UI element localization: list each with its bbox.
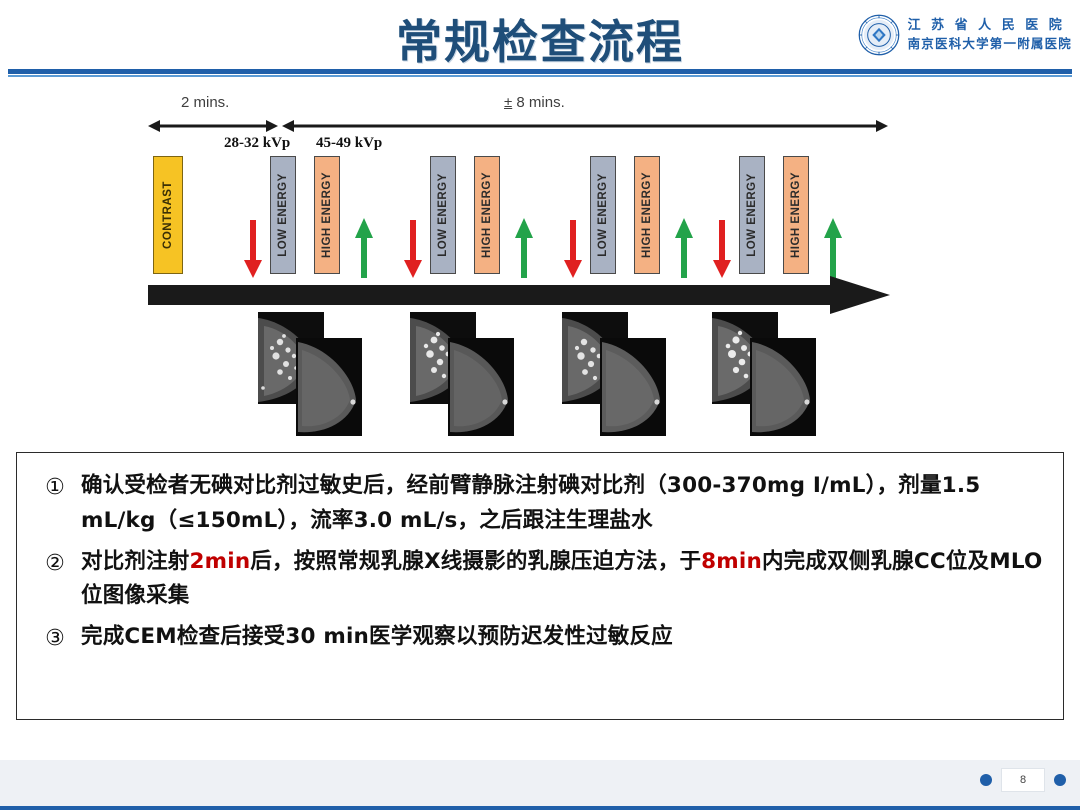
kvp-label-high: 45-49 kVp <box>316 135 383 151</box>
step-number-1: ① <box>45 475 65 500</box>
procedure-step-3: ③ 完成CEM检查后接受30 min医学观察以预防迟发性过敏反应 <box>29 620 1049 656</box>
contrast-uptake-arrow-down-1 <box>244 220 262 278</box>
page-number: 8 <box>1001 768 1045 792</box>
step-2-highlight-8min: 8min <box>701 548 762 574</box>
low-energy-box-2: LOW ENERGY <box>430 156 456 274</box>
time-axis-arrow <box>148 276 890 314</box>
low-energy-box-3: LOW ENERGY <box>590 156 616 274</box>
recombine-arrow-up-2 <box>515 218 533 278</box>
recombine-arrow-up-1 <box>355 218 373 278</box>
recombined-mammogram-2 <box>448 338 514 436</box>
contrast-uptake-arrow-down-2 <box>404 220 422 278</box>
hospital-name-secondary: 南京医科大学第一附属医院 <box>907 36 1072 52</box>
mammogram-pair-4 <box>712 312 822 442</box>
slide-pager: 8 <box>980 768 1066 792</box>
step-2-segment-2: 后，按照常规乳腺X线摄影的乳腺压迫方法，于 <box>250 548 702 574</box>
kvp-label-low: 28-32 kVp <box>224 135 291 151</box>
procedure-step-2: ② 对比剂注射2min后，按照常规乳腺X线摄影的乳腺压迫方法，于8min内完成双… <box>29 545 1049 615</box>
step-text-3: 完成CEM检查后接受30 min医学观察以预防迟发性过敏反应 <box>81 620 1049 655</box>
procedure-steps-list: ① 确认受检者无碘对比剂过敏史后，经前臂静脉注射碘对比剂（300-370mg I… <box>17 453 1063 668</box>
hospital-seal-icon <box>858 14 899 56</box>
step-text-1: 确认受检者无碘对比剂过敏史后，经前臂静脉注射碘对比剂（300-370mg I/m… <box>81 469 1049 539</box>
mammogram-pair-1 <box>258 312 368 442</box>
high-energy-box-1: HIGH ENERGY <box>314 156 340 274</box>
step-2-highlight-2min: 2min <box>189 548 251 574</box>
recombined-mammogram-4 <box>750 338 816 436</box>
procedure-step-1: ① 确认受检者无碘对比剂过敏史后，经前臂静脉注射碘对比剂（300-370mg I… <box>29 469 1049 539</box>
procedure-steps-box: ① 确认受检者无碘对比剂过敏史后，经前臂静脉注射碘对比剂（300-370mg I… <box>16 452 1064 720</box>
mammogram-pair-3 <box>562 312 672 442</box>
contrast-box: CONTRAST <box>153 156 183 274</box>
pager-dot-left[interactable] <box>980 774 992 786</box>
cem-timeline-diagram: 2 mins. ± 8 mins. 28-32 kVp 45-49 kVp CO… <box>0 80 1080 450</box>
high-energy-box-2: HIGH ENERGY <box>474 156 500 274</box>
recombined-mammogram-1 <box>296 338 362 436</box>
footer-accent-bar <box>0 806 1080 810</box>
contrast-uptake-arrow-down-3 <box>564 220 582 278</box>
step-number-3: ③ <box>45 626 65 652</box>
recombined-mammogram-3 <box>600 338 666 436</box>
hospital-logo-text: 江 苏 省 人 民 医 院 南京医科大学第一附属医院 <box>908 17 1072 54</box>
hospital-logo: 江 苏 省 人 民 医 院 南京医科大学第一附属医院 <box>858 14 1072 56</box>
low-energy-box-4: LOW ENERGY <box>739 156 765 274</box>
page-title: 常规检查流程 <box>396 15 684 69</box>
step-number-2: ② <box>45 550 65 576</box>
low-energy-box-1: LOW ENERGY <box>270 156 296 274</box>
duration-label-1: ± 8 mins. <box>504 94 565 111</box>
hospital-name-primary: 江 苏 省 人 民 医 院 <box>907 17 1065 33</box>
step-text-2: 对比剂注射2min后，按照常规乳腺X线摄影的乳腺压迫方法，于8min内完成双侧乳… <box>81 545 1049 615</box>
recombine-arrow-up-3 <box>675 218 693 278</box>
header-rule-thin <box>8 75 1072 77</box>
recombine-arrow-up-4 <box>824 218 842 278</box>
duration-measure-arrows <box>148 120 888 132</box>
slide-footer: 8 <box>0 760 1080 810</box>
pager-dot-right[interactable] <box>1054 774 1066 786</box>
header-rule <box>8 69 1072 74</box>
high-energy-box-4: HIGH ENERGY <box>783 156 809 274</box>
step-2-segment-4: 内完成双侧乳腺CC位及MLO位图像采集 <box>81 548 1043 609</box>
contrast-uptake-arrow-down-4 <box>713 220 731 278</box>
step-3-segment-0: 完成CEM检查后接受30 min医学观察以预防迟发性过敏反应 <box>81 624 673 650</box>
step-1-segment-0: 确认受检者无碘对比剂过敏史后，经前臂静脉注射碘对比剂（300-370mg I/m… <box>81 473 981 533</box>
high-energy-box-3: HIGH ENERGY <box>634 156 660 274</box>
slide-header: 常规检查流程 <box>0 0 1080 77</box>
step-2-segment-0: 对比剂注射 <box>81 548 190 574</box>
mammogram-pair-2 <box>410 312 520 442</box>
duration-label-0: 2 mins. <box>181 94 230 111</box>
